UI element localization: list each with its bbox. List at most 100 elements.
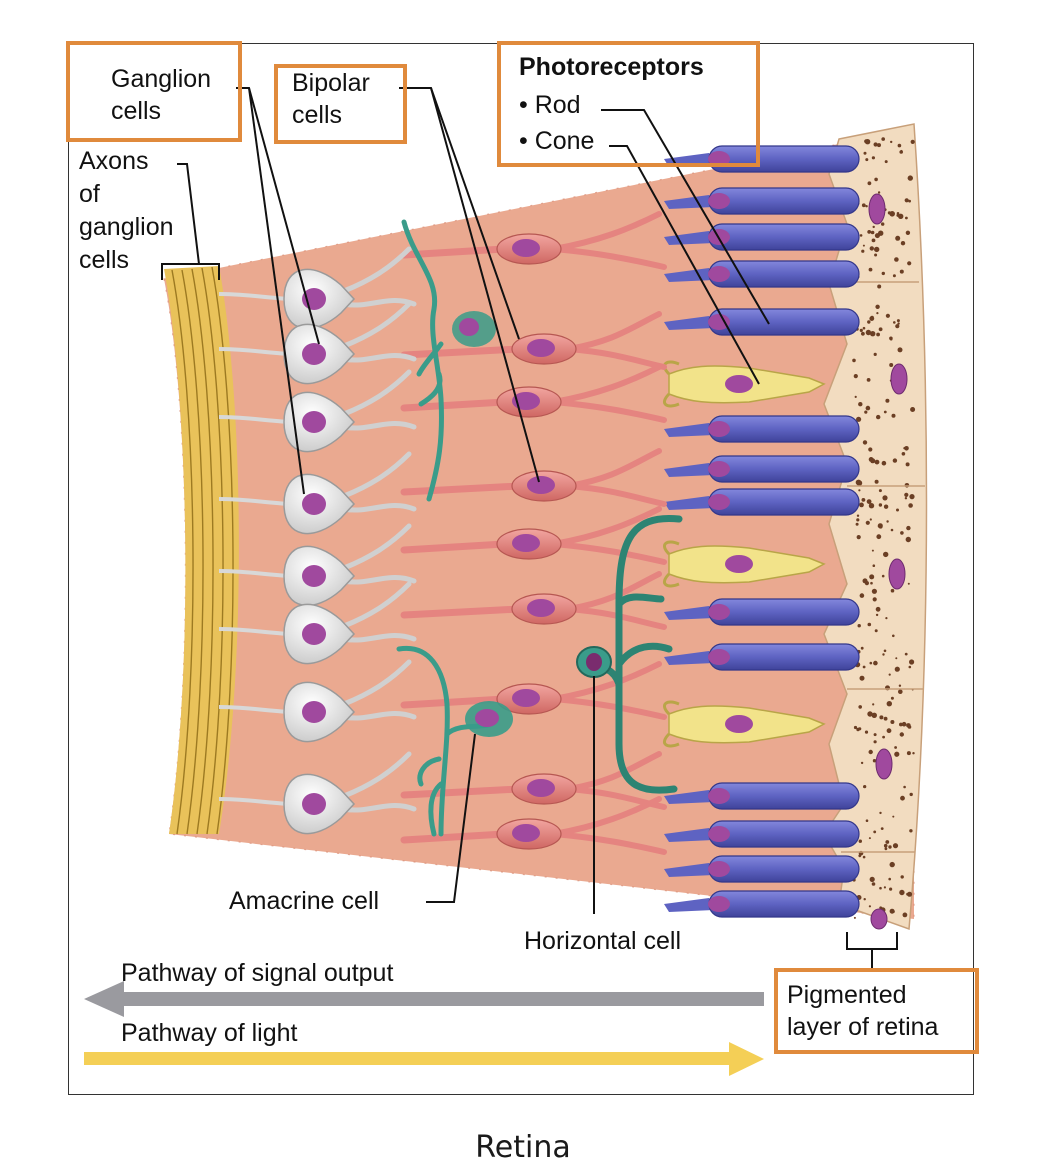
pigment-granule	[852, 358, 856, 363]
pigment-granule	[862, 855, 866, 859]
pigment-granule	[908, 503, 913, 508]
pigment-granule	[899, 732, 904, 737]
pigment-granule	[883, 886, 887, 889]
rod-inner-segment	[664, 790, 714, 804]
pigment-granule	[895, 324, 900, 329]
rod-outer-segment	[708, 260, 860, 288]
pigment-granule	[889, 337, 893, 341]
pigment-granule	[883, 551, 889, 558]
rod-outer-segment	[708, 187, 860, 215]
pigment-granule	[894, 257, 899, 262]
bipolar-axon	[400, 605, 523, 619]
rod-cell	[664, 643, 860, 671]
ganglion-dendrites	[341, 751, 417, 813]
pigment-granule	[872, 564, 876, 567]
pigment-granule	[889, 211, 895, 217]
pigment-granule	[878, 503, 883, 507]
pigment-granule	[881, 137, 885, 141]
pigmented-bracket	[846, 932, 898, 969]
pigment-granule	[894, 666, 900, 672]
pigment-granule	[877, 191, 881, 194]
ganglion-cell	[218, 246, 417, 330]
pigment-nuclei	[868, 193, 908, 930]
bipolar-nucleus	[527, 476, 555, 494]
axon-fibers	[171, 266, 234, 835]
bipolar-cell	[400, 506, 667, 565]
pigment-granule	[890, 140, 893, 144]
bipolar-cell	[400, 796, 667, 855]
pigment-granule	[862, 665, 866, 669]
photoreceptors-label: Photoreceptors	[519, 53, 704, 81]
ganglion-dendrites	[341, 581, 417, 643]
pigment-granule	[862, 440, 868, 445]
bipolar-cells	[400, 211, 667, 855]
pigment-granule	[885, 617, 888, 620]
pigment-granule	[903, 785, 906, 789]
pigment-granule	[860, 761, 864, 765]
axons-label-line4: cells	[79, 246, 130, 274]
pigment-granule	[898, 213, 904, 219]
pigment-granule	[873, 830, 877, 834]
bipolar-nucleus	[527, 779, 555, 797]
horizontal-cell-label: Horizontal cell	[524, 927, 682, 955]
cone-cell	[663, 540, 826, 588]
rod-outer-segment	[708, 308, 860, 336]
pigment-granule	[885, 398, 890, 403]
pigment-granule	[892, 634, 895, 638]
pigment-granule	[906, 892, 909, 896]
pigment-granule	[875, 606, 881, 612]
amacrine-cell-upper	[401, 219, 444, 502]
pigment-granule	[898, 689, 903, 694]
pigment-granule	[910, 407, 916, 412]
rod-nucleus	[708, 604, 730, 620]
pigment-granule	[898, 684, 902, 687]
ganglion-cell	[218, 523, 417, 607]
rod-cell	[664, 308, 860, 336]
rod-inner-segment	[664, 195, 714, 209]
rod-inner-segment	[664, 828, 714, 842]
pigment-granule	[875, 304, 880, 309]
pigment-granule	[871, 156, 876, 160]
pigment-granule	[897, 347, 903, 353]
rod-nucleus	[708, 314, 730, 330]
pigment-granule	[871, 549, 874, 552]
signal-output-label: Pathway of signal output	[121, 959, 394, 987]
rod-outer-segment	[708, 782, 860, 810]
pigment-granule	[906, 751, 911, 756]
cone-nucleus	[725, 555, 753, 573]
rod-cell	[664, 187, 860, 215]
pigment-granule	[867, 320, 871, 324]
amacrine-cell-lower-nucleus	[475, 709, 499, 727]
pigment-granule	[861, 249, 865, 253]
pigment-granule	[873, 733, 877, 737]
cone-pedicle	[663, 700, 680, 748]
rod-inner-segment	[664, 316, 714, 330]
pigment-granule	[881, 460, 887, 466]
pigment-granule	[874, 246, 880, 253]
rod-nucleus	[708, 193, 730, 209]
rod-inner-segment	[664, 863, 714, 877]
pigment-granule	[879, 886, 882, 890]
pigment-granule	[858, 705, 862, 709]
pigment-granule	[904, 446, 909, 451]
pigment-granule	[870, 581, 873, 585]
pigment-granule	[907, 582, 910, 585]
pigment-granule	[862, 326, 866, 330]
pigment-granule	[895, 657, 898, 660]
pigment-granule	[909, 494, 915, 500]
pigment-granule	[862, 578, 868, 584]
rod-cell	[664, 598, 860, 626]
bipolar-cell	[400, 364, 667, 423]
pigment-granule	[882, 495, 888, 501]
pigment-granule	[867, 230, 872, 234]
pigment-granule	[856, 535, 861, 540]
amacrine-cell-upper-nucleus	[459, 318, 479, 336]
ganglion-cell	[218, 451, 417, 535]
pigment-granule	[904, 497, 908, 500]
pigment-granule	[874, 479, 879, 484]
bipolar-dendrites	[551, 211, 667, 270]
pigment-granule	[890, 696, 894, 700]
ganglion-cell	[218, 751, 417, 835]
pigment-granule	[874, 629, 878, 633]
cone-nucleus	[725, 375, 753, 393]
